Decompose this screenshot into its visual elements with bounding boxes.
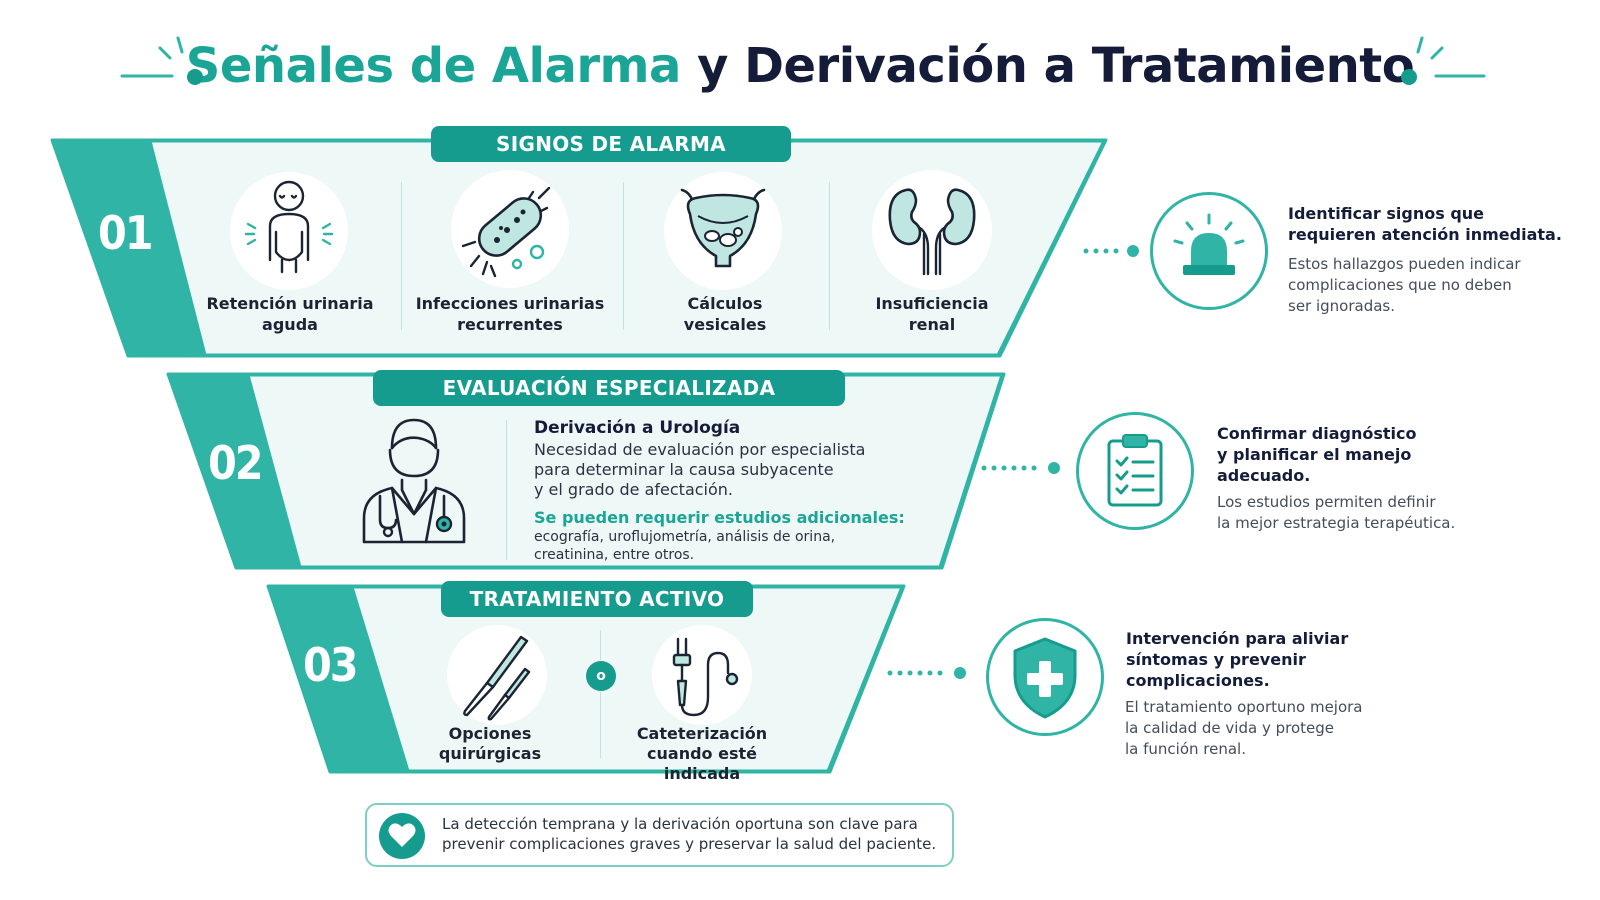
- tier-3-item-1-label: Opciones quirúrgicas: [420, 724, 560, 764]
- tier-3-side-title: Intervención para aliviar síntomas y pre…: [1126, 628, 1426, 691]
- tier-1-side-text: Estos hallazgos pueden indicar complicac…: [1288, 254, 1588, 317]
- kidneys-icon: [888, 188, 976, 276]
- footer-note-text: La detección temprana y la derivación op…: [442, 814, 942, 854]
- tier-2-studies-line: ecografía, uroflujometría, análisis de o…: [534, 529, 836, 545]
- tier-2-text-line: para determinar la causa subyacente: [534, 460, 834, 479]
- tier-2-studies-line: creatinina, entre otros.: [534, 547, 695, 563]
- tier-2-subtitle: Derivación a Urología: [534, 418, 741, 438]
- label-line: recurrentes: [457, 315, 563, 334]
- tier-3-number: 03: [303, 638, 359, 692]
- side-text-line: Los estudios permiten definir: [1217, 493, 1436, 511]
- tier-2-text-line: y el grado de afectación.: [534, 480, 733, 499]
- bladder-stones-icon: [680, 188, 766, 268]
- side-title-line: adecuado.: [1217, 466, 1311, 485]
- tier-3-side-text: El tratamiento oportuno mejora la calida…: [1125, 697, 1425, 760]
- label-line: renal: [908, 315, 956, 334]
- tier-1-side-icon-circle: [1150, 192, 1268, 310]
- tier-2-number: 02: [208, 436, 264, 490]
- side-title-line: complicaciones.: [1126, 671, 1270, 690]
- side-title-line: Confirmar diagnóstico: [1217, 424, 1417, 443]
- side-text-line: Estos hallazgos pueden indicar: [1288, 255, 1521, 273]
- title-part-2: y Derivación a Tratamiento: [697, 38, 1415, 94]
- alarm-siren-icon: [1173, 213, 1245, 275]
- tier-1-item-2-icon-bg: [451, 170, 569, 288]
- tier-1-item-4-label: Insuficiencia renal: [852, 293, 1012, 335]
- side-text-line: la función renal.: [1125, 740, 1246, 758]
- tier-1-side-title: Identificar signos que requieren atenció…: [1288, 203, 1588, 245]
- tier-2-side-icon-circle: [1076, 412, 1194, 530]
- tier-1-item-2-label: Infecciones urinarias recurrentes: [415, 293, 605, 335]
- title-part-1: Señales de Alarma: [185, 38, 682, 94]
- side-title-line: Identificar signos que: [1288, 204, 1485, 223]
- label-line: vesicales: [683, 315, 767, 334]
- heart-icon-glyph: [388, 823, 416, 847]
- tier-1-item-1-label: Retención urinaria aguda: [200, 293, 380, 335]
- side-title-line: síntomas y prevenir: [1126, 650, 1306, 669]
- label-line: cuando esté indicada: [647, 744, 757, 783]
- tier-2-side-text: Los estudios permiten definir la mejor e…: [1217, 492, 1517, 534]
- footer-note: La detección temprana y la derivación op…: [365, 803, 954, 867]
- label-line: Opciones: [448, 724, 532, 743]
- side-title-line: Intervención para aliviar: [1126, 629, 1349, 648]
- shield-cross-icon: [1013, 637, 1077, 719]
- label-line: Infecciones urinarias: [415, 294, 605, 313]
- tier-2-divider: [506, 420, 507, 560]
- tier-2-side-title: Confirmar diagnóstico y planificar el ma…: [1217, 423, 1517, 486]
- label-line: aguda: [262, 315, 318, 334]
- tier-1-item-1-icon-bg: [230, 172, 348, 290]
- tier-3-item-2-icon-bg: [652, 625, 752, 725]
- footer-note-line: La detección temprana y la derivación op…: [442, 815, 918, 833]
- side-title-line: requieren atención inmediata.: [1288, 225, 1562, 244]
- label-line: Insuficiencia: [875, 294, 989, 313]
- label-line: Cateterización: [636, 724, 768, 743]
- heart-icon: [379, 813, 425, 859]
- tier-2-text-line: Necesidad de evaluación por especialista: [534, 440, 866, 459]
- tier-1-item-4-icon-bg: [872, 170, 992, 290]
- page-title: Señales de Alarma y Derivación a Tratami…: [0, 38, 1600, 94]
- label-line: Retención urinaria: [206, 294, 374, 313]
- label-line: quirúrgicas: [438, 744, 542, 763]
- tier-1-divider: [623, 182, 624, 330]
- tier-3-item-1-icon-bg: [447, 625, 547, 725]
- scalpel-icon: [463, 635, 531, 721]
- tier-2-icon-wrap: [352, 414, 472, 550]
- tier-3-divider: [600, 630, 601, 660]
- tier-2-highlight: Se pueden requerir estudios adicionales:: [534, 508, 905, 527]
- bacteria-icon: [461, 186, 551, 278]
- tier-1-item-3-icon-bg: [664, 172, 782, 290]
- person-retention-icon: [244, 180, 334, 274]
- tier-3-side-icon-circle: [986, 618, 1104, 736]
- tier-2-heading: EVALUACIÓN ESPECIALIZADA: [373, 370, 845, 406]
- side-text-line: la mejor estrategia terapéutica.: [1217, 514, 1456, 532]
- tier-2-description: Derivación a Urología Necesidad de evalu…: [534, 418, 934, 564]
- side-text-line: complicaciones que no deben: [1288, 276, 1512, 294]
- tier-3-divider: [600, 692, 601, 758]
- clipboard-checklist-icon: [1107, 434, 1163, 507]
- side-title-line: y planificar el manejo: [1217, 445, 1412, 464]
- tier-1-heading: SIGNOS DE ALARMA: [431, 126, 791, 162]
- label-line: Cálculos: [687, 294, 763, 313]
- side-text-line: El tratamiento oportuno mejora: [1125, 698, 1363, 716]
- side-text-line: la calidad de vida y protege: [1125, 719, 1334, 737]
- tier-1-number: 01: [98, 206, 154, 260]
- tier-1-item-3-label: Cálculos vesicales: [640, 293, 810, 335]
- or-separator: o: [586, 661, 616, 691]
- tier-1-divider: [829, 182, 830, 330]
- tier-1-divider: [401, 182, 402, 330]
- catheter-icon: [672, 637, 739, 717]
- footer-note-line: prevenir complicaciones graves y preserv…: [442, 835, 937, 853]
- tier-3-item-2-label: Cateterización cuando esté indicada: [607, 724, 797, 784]
- tier-3-heading: TRATAMIENTO ACTIVO: [441, 581, 753, 617]
- side-text-line: ser ignoradas.: [1288, 297, 1396, 315]
- doctor-icon: [362, 418, 466, 544]
